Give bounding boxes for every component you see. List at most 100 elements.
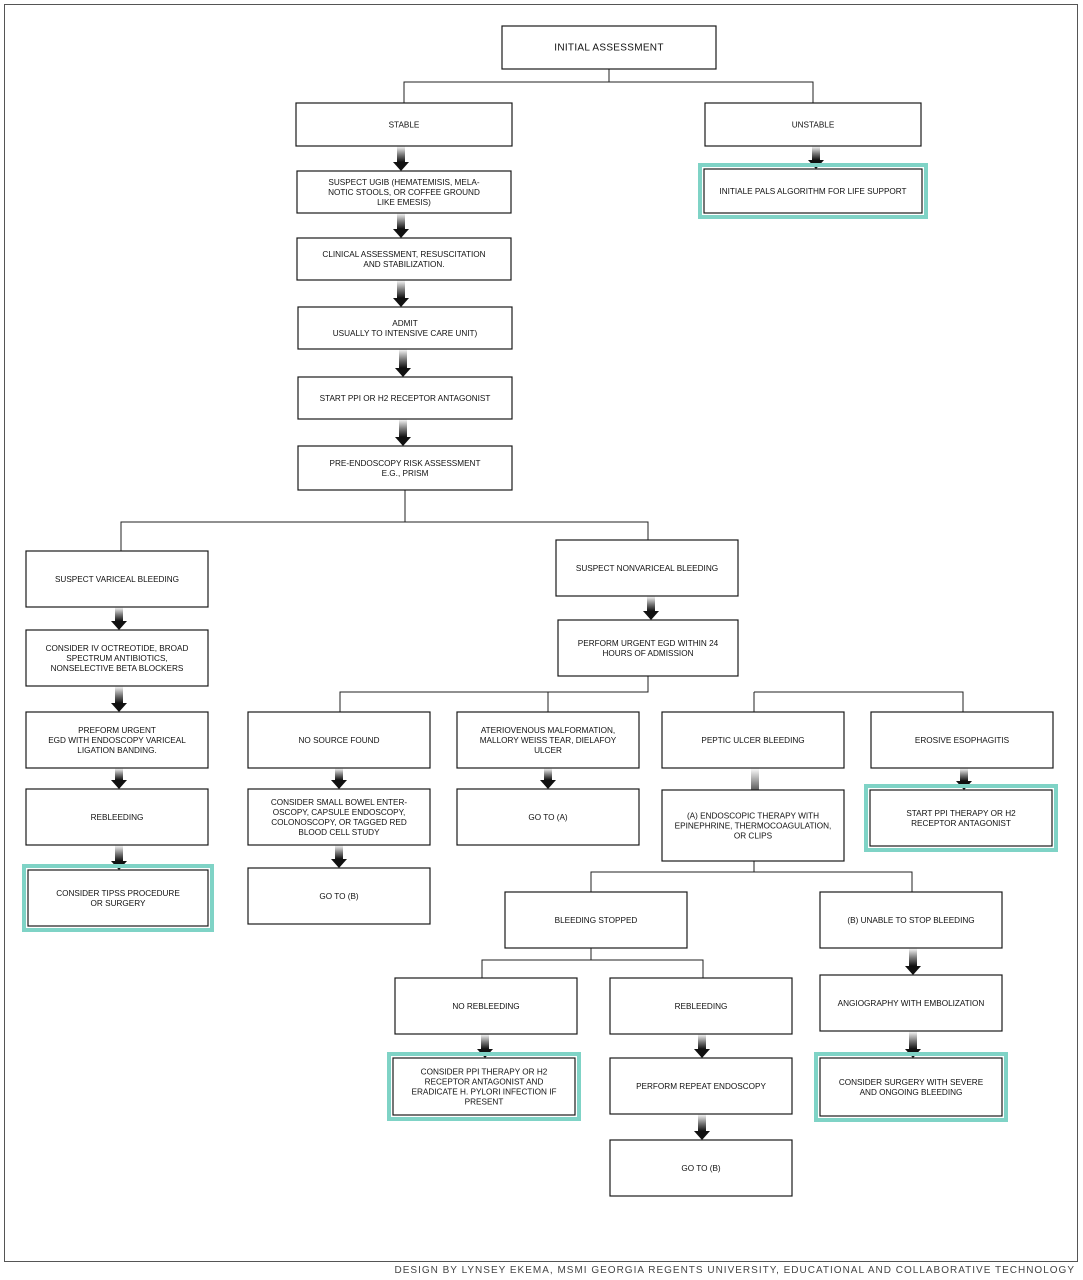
node-label: CLINICAL ASSESSMENT, RESUSCITATION — [322, 250, 485, 259]
node-label: PERFORM REPEAT ENDOSCOPY — [636, 1082, 766, 1091]
node-box — [609, 1139, 793, 1197]
node-label: EPINEPHRINE, THERMOCOAGULATION, — [675, 822, 832, 831]
node-unable-stop: (B) UNABLE TO STOP BLEEDING — [819, 891, 1003, 949]
node-label: PREFORM URGENT — [78, 726, 156, 735]
node-label: ERADICATE H. PYLORI INFECTION IF — [412, 1088, 557, 1097]
flow-arrow — [331, 768, 347, 789]
node-stable: STABLE — [295, 102, 513, 147]
node-label: START PPI THERAPY OR H2 — [906, 809, 1016, 818]
node-box — [296, 170, 512, 214]
node-label: E.G., PRISM — [382, 469, 429, 478]
node-no-rebleeding: NO REBLEEDING — [394, 977, 578, 1035]
node-label: STABLE — [389, 121, 420, 130]
node-box — [247, 711, 431, 769]
node-label: BLEEDING STOPPED — [555, 916, 638, 925]
node-goto-b-2: GO TO (B) — [609, 1139, 793, 1197]
node-box — [661, 711, 845, 769]
node-label: SUSPECT NONVARICEAL BLEEDING — [576, 564, 718, 573]
node-label: CONSIDER PPI THERAPY OR H2 — [421, 1068, 548, 1077]
highlight-outline — [22, 864, 214, 932]
branch-connector — [120, 490, 406, 551]
node-box — [296, 237, 512, 281]
node-rebleeding-left: REBLEEDING — [25, 788, 209, 846]
node-label: SUSPECT VARICEAL BLEEDING — [55, 575, 179, 584]
node-label: LIGATION BANDING. — [77, 746, 156, 755]
node-box — [869, 789, 1053, 847]
highlight-outline — [387, 1052, 581, 1121]
node-label: INITIAL ASSESSMENT — [554, 43, 664, 54]
node-peptic: PEPTIC ULCER BLEEDING — [661, 711, 845, 769]
flow-arrow — [393, 146, 409, 171]
branch-connector — [609, 81, 814, 103]
node-label: SUSPECT UGIB (HEMATEMISIS, MELA- — [328, 178, 479, 187]
node-box — [297, 445, 513, 491]
node-label: AND STABILIZATION. — [363, 260, 444, 269]
branch-connector — [590, 861, 755, 892]
node-box — [870, 711, 1054, 769]
node-box — [555, 539, 739, 597]
node-box — [609, 977, 793, 1035]
node-label: ATERIOVENOUS MALFORMATION, — [481, 726, 615, 735]
node-box — [297, 306, 513, 350]
node-label: GO TO (B) — [319, 892, 359, 901]
node-rebleeding-mid: REBLEEDING — [609, 977, 793, 1035]
node-nonvariceal: SUSPECT NONVARICEAL BLEEDING — [555, 539, 739, 597]
node-box — [295, 102, 513, 147]
node-label: NONSELECTIVE BETA BLOCKERS — [51, 664, 184, 673]
node-box — [27, 869, 209, 927]
node-no-source: NO SOURCE FOUND — [247, 711, 431, 769]
flow-arrow — [395, 419, 411, 446]
node-label: MALLORY WEISS TEAR, DIELAFOY — [480, 736, 617, 745]
node-label: RECEPTOR ANTAGONIST — [911, 819, 1011, 828]
highlight-outline — [864, 784, 1058, 852]
node-box — [25, 788, 209, 846]
node-label: SPECTRUM ANTIBIOTICS, — [66, 654, 167, 663]
node-label: REBLEEDING — [91, 813, 144, 822]
node-pals: INITIALE PALS ALGORITHM FOR LIFE SUPPORT — [698, 163, 928, 219]
node-unstable: UNSTABLE — [704, 102, 922, 147]
node-label: BLOOD CELL STUDY — [298, 828, 380, 837]
node-label: ANGIOGRAPHY WITH EMBOLIZATION — [838, 999, 985, 1008]
branch-connector — [591, 959, 704, 978]
node-angiography: ANGIOGRAPHY WITH EMBOLIZATION — [819, 974, 1003, 1032]
flow-arrow — [694, 1114, 710, 1140]
node-label: NO SOURCE FOUND — [299, 736, 380, 745]
node-label: PERFORM URGENT EGD WITHIN 24 — [578, 639, 719, 648]
node-label: EGD WITH ENDOSCOPY VARICEAL — [48, 736, 186, 745]
branch-connector — [405, 521, 649, 540]
node-label: AND ONGOING BLEEDING — [860, 1088, 963, 1097]
node-label: CONSIDER TIPSS PROCEDURE — [56, 889, 180, 898]
node-label: CONSIDER IV OCTREOTIDE, BROAD — [46, 644, 189, 653]
node-box — [819, 1057, 1003, 1117]
node-box — [25, 550, 209, 608]
branch-connector — [339, 676, 649, 712]
branch-connector — [481, 948, 592, 978]
node-label: CONSIDER SURGERY WITH SEVERE — [839, 1078, 984, 1087]
node-small-bowel: CONSIDER SMALL BOWEL ENTER-OSCOPY, CAPSU… — [247, 788, 431, 846]
branch-connector — [403, 69, 610, 103]
node-label: NOTIC STOOLS, OR COFFEE GROUND — [328, 188, 480, 197]
node-label: GO TO (A) — [528, 813, 568, 822]
node-label: REBLEEDING — [675, 1002, 728, 1011]
flow-arrow — [393, 213, 409, 238]
node-bleeding-stopped: BLEEDING STOPPED — [504, 891, 688, 949]
node-label: (B) UNABLE TO STOP BLEEDING — [847, 916, 974, 925]
node-label: (A) ENDOSCOPIC THERAPY WITH — [687, 812, 819, 821]
node-suspect-ugib: SUSPECT UGIB (HEMATEMISIS, MELA-NOTIC ST… — [296, 170, 512, 214]
node-label: PRE-ENDOSCOPY RISK ASSESSMENT — [330, 459, 481, 468]
node-label: OSCOPY, CAPSULE ENDOSCOPY, — [273, 808, 406, 817]
diagram-frame — [4, 4, 1078, 1262]
node-avm: ATERIOVENOUS MALFORMATION,MALLORY WEISS … — [456, 711, 640, 769]
node-label: CONSIDER SMALL BOWEL ENTER- — [271, 798, 408, 807]
node-label: ADMIT — [392, 319, 417, 328]
node-box — [504, 891, 688, 949]
flow-arrow — [643, 596, 659, 620]
flow-arrow — [111, 607, 127, 630]
node-label: START PPI OR H2 RECEPTOR ANTAGONIST — [320, 394, 491, 403]
node-box — [297, 376, 513, 420]
